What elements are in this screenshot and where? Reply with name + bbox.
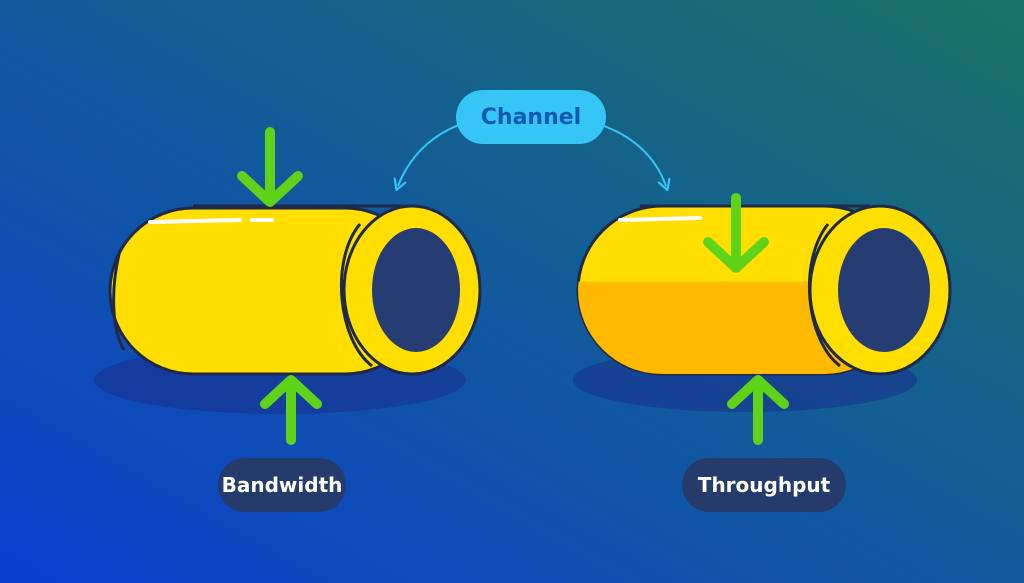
pipe-icon	[573, 204, 952, 412]
pipe-left-highlight	[148, 218, 274, 224]
pipe-left-opening	[372, 228, 460, 352]
throughput-arrow-up	[727, 375, 789, 445]
arrow-icon	[237, 127, 789, 445]
bandwidth-label: Bandwidth	[218, 458, 346, 512]
bandwidth-arrow-up	[260, 375, 322, 445]
bandwidth-arrow-down	[237, 127, 303, 207]
throughput-arrow-down	[703, 193, 769, 273]
pipe-right-highlight	[618, 216, 702, 222]
channel-label: Channel	[456, 90, 606, 144]
throughput-label: Throughput	[682, 458, 846, 512]
pipe-icon	[94, 204, 482, 414]
pipe-right-opening	[838, 228, 930, 352]
pipe-left-back-edge	[112, 249, 126, 351]
pipe-right-rim-edge	[807, 223, 841, 368]
channel-connector-right	[597, 123, 671, 192]
pipe-left-rim-edge	[339, 223, 373, 368]
